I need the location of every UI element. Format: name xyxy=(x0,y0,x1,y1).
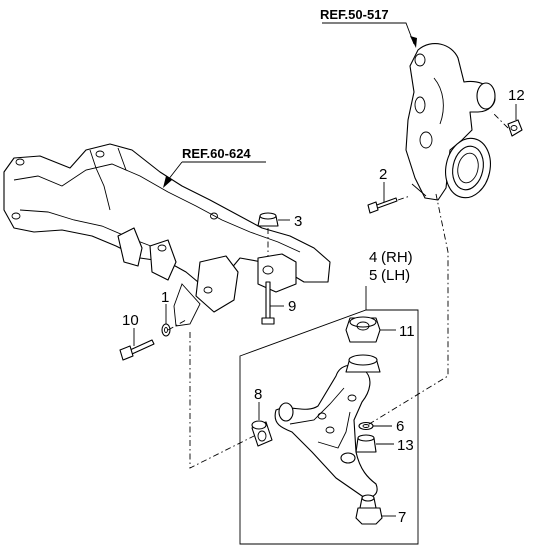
callout-1: 1 xyxy=(161,289,169,306)
callout-12: 12 xyxy=(508,87,525,104)
mounting-bolt-vertical[interactable] xyxy=(261,281,275,325)
callout-2: 2 xyxy=(379,166,387,183)
callout-4: 4 xyxy=(369,249,377,266)
lower-control-arm[interactable] xyxy=(274,364,378,498)
steering-knuckle[interactable] xyxy=(405,43,496,201)
callout-6: 6 xyxy=(396,418,404,435)
lower-arm-assembly-frame xyxy=(239,309,419,545)
assembly-line-knuckle-balljoint xyxy=(365,193,449,427)
wheel-hub-bearing[interactable] xyxy=(440,134,496,202)
assembly-line-bolt-bushing xyxy=(167,319,187,331)
callout-13: 13 xyxy=(397,437,414,454)
callout-10: 10 xyxy=(122,312,139,329)
callout-4-side: (RH) xyxy=(381,249,413,266)
callout-9: 9 xyxy=(288,298,296,315)
mounting-bolt-horizontal[interactable] xyxy=(119,339,155,361)
callout-11: 11 xyxy=(399,323,415,340)
rear-bushing[interactable] xyxy=(345,316,381,343)
ball-joint-nut[interactable] xyxy=(355,434,377,453)
callout-5-side: (LH) xyxy=(381,267,410,284)
knuckle-nut[interactable] xyxy=(507,119,523,137)
crossmember-reference-label: REF.60-624 xyxy=(182,146,251,161)
callout-7: 7 xyxy=(398,509,406,526)
ball-joint[interactable] xyxy=(355,494,383,525)
assembly-line-bolt-knuckle xyxy=(397,195,411,201)
crossmember-nut[interactable] xyxy=(257,212,279,227)
assembly-line-crossmember-front xyxy=(189,332,255,469)
crossmember-reference-arrow xyxy=(163,176,172,188)
crossmember-reference-leader xyxy=(167,161,266,181)
callout-3: 3 xyxy=(294,213,302,230)
rear-bushing-seat xyxy=(345,354,381,373)
front-crossmember[interactable] xyxy=(3,143,331,327)
callout-8: 8 xyxy=(254,386,262,403)
knuckle-reference-label: REF.50-517 xyxy=(320,7,389,22)
front-bushing[interactable] xyxy=(251,420,273,447)
knuckle-bolt[interactable] xyxy=(367,197,398,214)
knuckle-reference-arrow xyxy=(410,36,417,48)
callout-5: 5 xyxy=(369,267,377,284)
assembly-line-nut-knuckle xyxy=(491,111,509,129)
knuckle-reference-leader xyxy=(322,22,415,45)
